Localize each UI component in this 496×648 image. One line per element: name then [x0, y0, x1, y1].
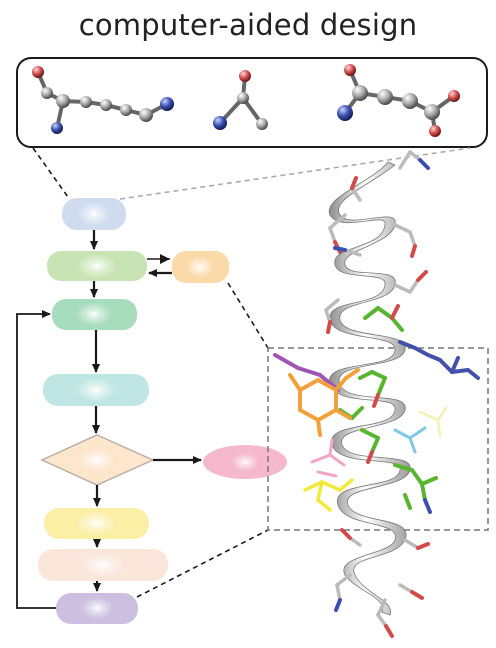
molecule-3-icon — [337, 64, 460, 137]
flow-arrows — [16, 230, 202, 609]
zoom-connector-gray — [119, 147, 471, 200]
molecule-2-icon — [213, 70, 268, 130]
flowchart — [16, 198, 287, 624]
zoom-box — [267, 347, 489, 531]
molecule-1-icon — [32, 66, 174, 134]
zoom-connectors — [32, 147, 269, 598]
figure-title: computer-aided design — [78, 8, 418, 42]
protein-helix-icon — [273, 150, 480, 638]
molecule-panel — [16, 57, 488, 148]
